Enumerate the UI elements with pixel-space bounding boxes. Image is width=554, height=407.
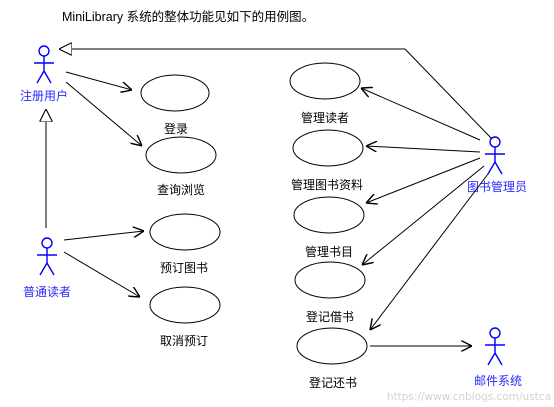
use-case-browse-label: 查询浏览 (157, 182, 205, 197)
actor-ordinary-reader (37, 237, 57, 276)
use-case-cancel-reserve (149, 286, 221, 324)
assoc-librarian-book-info (366, 146, 481, 153)
actor-librarian-label: 图书管理员 (467, 179, 527, 194)
use-case-manage-readers (289, 62, 361, 100)
actor-librarian (485, 136, 505, 175)
use-case-return-label: 登记还书 (309, 375, 357, 390)
use-case-borrow-label: 登记借书 (306, 309, 354, 324)
use-case-manage-catalog (293, 196, 365, 234)
use-case-manage-readers-label: 管理读者 (301, 110, 349, 125)
actor-ordinary-reader-label: 普通读者 (23, 285, 71, 299)
use-case-login (140, 74, 210, 112)
use-case-borrow (294, 261, 366, 299)
use-case-browse (145, 136, 217, 174)
use-case-return (296, 327, 368, 365)
use-case-reserve (149, 213, 221, 251)
assoc-librarian-readers (361, 88, 481, 141)
assoc-librarian-catalog (366, 157, 481, 203)
assoc-reader-reserve (63, 231, 144, 241)
assoc-librarian-return (370, 173, 489, 330)
assoc-registered-login (65, 71, 132, 90)
use-case-manage-catalog-label: 管理书目 (305, 244, 353, 259)
use-case-login-label: 登录 (164, 121, 188, 136)
use-case-manage-book-info (292, 129, 364, 167)
actor-registered-user (34, 45, 54, 84)
watermark: https://www.cnblogs.com/ustca (387, 391, 551, 403)
use-case-manage-book-info-label: 管理图书资料 (291, 177, 363, 192)
assoc-registered-browse (65, 81, 142, 146)
diagram-title: MiniLibrary 系统的整体功能见如下的用例图。 (62, 9, 314, 24)
actor-registered-user-label: 注册用户 (20, 88, 68, 103)
assoc-librarian-borrow (362, 165, 485, 265)
librarian-generalization-line-a (404, 48, 493, 140)
use-case-reserve-label: 预订图书 (160, 261, 208, 275)
assoc-reader-cancel (63, 251, 140, 297)
actor-mail-system-label: 邮件系统 (474, 374, 522, 388)
actor-mail-system (485, 327, 505, 366)
use-case-cancel-reserve-label: 取消预订 (160, 334, 208, 348)
